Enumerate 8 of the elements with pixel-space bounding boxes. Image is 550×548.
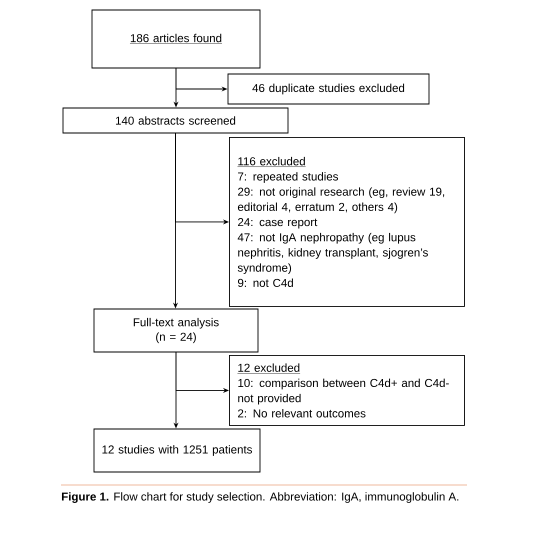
process-box: 140 abstracts screened	[62, 108, 288, 134]
process-box: Full-text analysis (n = 24)	[94, 308, 258, 352]
caption: Figure 1. Flow chart for study selection. Abbreviation: IgA, immunoglobulin A.	[62, 492, 458, 503]
exclusion-box: 12 excluded 10: comparison between C4d+ and C4d- not provided 2: No relevant outcomes	[229, 355, 465, 426]
exclusion-box: 116 excluded 7: repeated studies 29: not original research (eg, review 19, editorial 4, erratum 2, others 4) 24: case report 47: not IgA nephropathy (eg lupus nephritis, kidney transplant, sjogren’s syndrome) 9: not C4d	[229, 137, 465, 307]
process-box: 186 articles found	[92, 10, 260, 68]
process-box: 12 studies with 1251 patients	[94, 428, 260, 472]
process-box: 46 duplicate studies excluded	[228, 74, 430, 104]
